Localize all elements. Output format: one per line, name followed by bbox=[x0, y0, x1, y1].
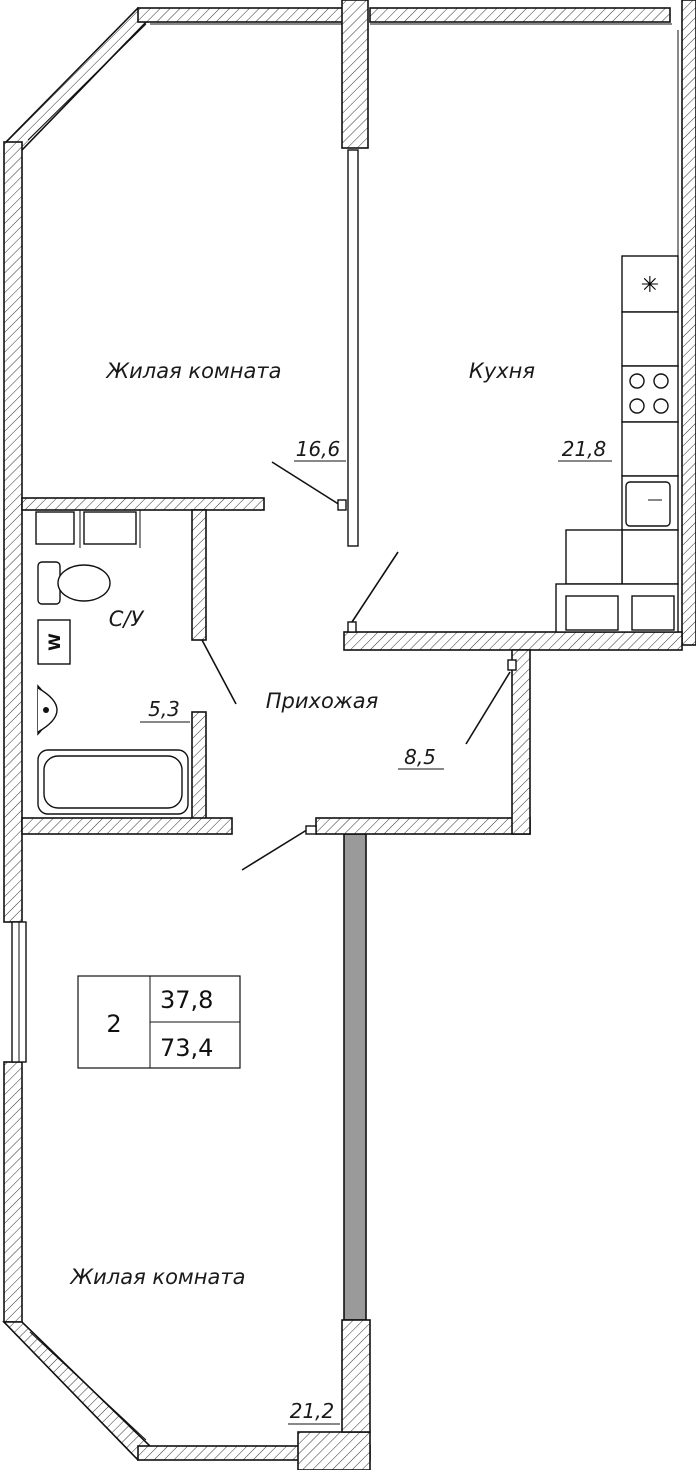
room-name-bathroom: С/У bbox=[109, 607, 145, 631]
cabinet-1 bbox=[35, 511, 75, 545]
washing-machine bbox=[37, 619, 71, 665]
room-area-hallway: 8,5 bbox=[404, 745, 436, 769]
rooms-count: 2 bbox=[106, 1010, 121, 1038]
room-name-hallway: Прихожая bbox=[266, 689, 378, 713]
interior-walls bbox=[21, 149, 683, 835]
room-area-living-top: 16,6 bbox=[296, 437, 341, 461]
kitchen-fixtures: ✳ bbox=[555, 255, 679, 633]
total-area: 73,4 bbox=[160, 1034, 213, 1062]
bathroom-top-wall bbox=[21, 497, 265, 511]
room-area-kitchen: 21,8 bbox=[562, 437, 607, 461]
doors bbox=[201, 461, 517, 871]
kitchen-bottom-wall bbox=[343, 631, 683, 651]
thin-partition bbox=[347, 149, 359, 547]
wall-bottom-right-pier bbox=[341, 1319, 371, 1433]
room-area-living-bottom: 21,2 bbox=[290, 1399, 335, 1423]
door-living-bottom bbox=[241, 827, 311, 871]
bay-wall-bottom-left bbox=[2, 1321, 152, 1462]
door-bathroom bbox=[201, 639, 237, 705]
wall-top-left bbox=[137, 7, 345, 23]
party-wall-right bbox=[343, 833, 367, 1321]
door-hallway-storage bbox=[465, 671, 511, 745]
bathroom-right-wall-top bbox=[191, 509, 207, 641]
kitchen-sink-icon bbox=[625, 481, 671, 527]
counter-1 bbox=[621, 311, 679, 367]
washer-label: W bbox=[45, 633, 64, 651]
bathroom-fixtures: W bbox=[35, 510, 189, 815]
wall-left-bottom bbox=[3, 1061, 23, 1323]
door-living-top bbox=[271, 461, 341, 506]
bathroom-right-wall-bottom bbox=[191, 711, 207, 821]
hallway-bottom-wall bbox=[315, 817, 531, 835]
cabinet-2 bbox=[83, 511, 137, 545]
toilet-bowl bbox=[57, 564, 111, 602]
bay-wall-top-left bbox=[4, 6, 152, 151]
room-name-living-top: Жилая комната bbox=[105, 359, 282, 383]
wall-left-top bbox=[3, 141, 23, 923]
partition-top bbox=[341, 0, 369, 149]
toilet-tank bbox=[37, 561, 61, 605]
counter-2 bbox=[621, 421, 679, 477]
summary-box: 2 37,8 73,4 bbox=[77, 975, 241, 1069]
bathroom-bottom-wall bbox=[21, 817, 233, 835]
hood bbox=[621, 255, 679, 313]
hallway-right-wall bbox=[511, 649, 531, 835]
asterisk-hood-icon: ✳ bbox=[641, 273, 659, 298]
counter-corner bbox=[565, 529, 623, 585]
room-name-living-bottom: Жилая комната bbox=[69, 1265, 246, 1289]
room-area-bathroom: 5,3 bbox=[148, 697, 180, 721]
room-labels: Жилая комната 16,6 Кухня 21,8 С/У 5,3 Пр… bbox=[69, 359, 612, 1425]
wall-right bbox=[681, 0, 696, 646]
wall-bottom-pier bbox=[297, 1431, 371, 1470]
living-area-total: 37,8 bbox=[160, 986, 213, 1014]
room-name-kitchen: Кухня bbox=[469, 359, 535, 383]
stove-burners-icon bbox=[621, 365, 679, 423]
counter-3 bbox=[621, 529, 679, 585]
wall-top-right bbox=[369, 7, 671, 23]
door-kitchen bbox=[351, 551, 399, 623]
